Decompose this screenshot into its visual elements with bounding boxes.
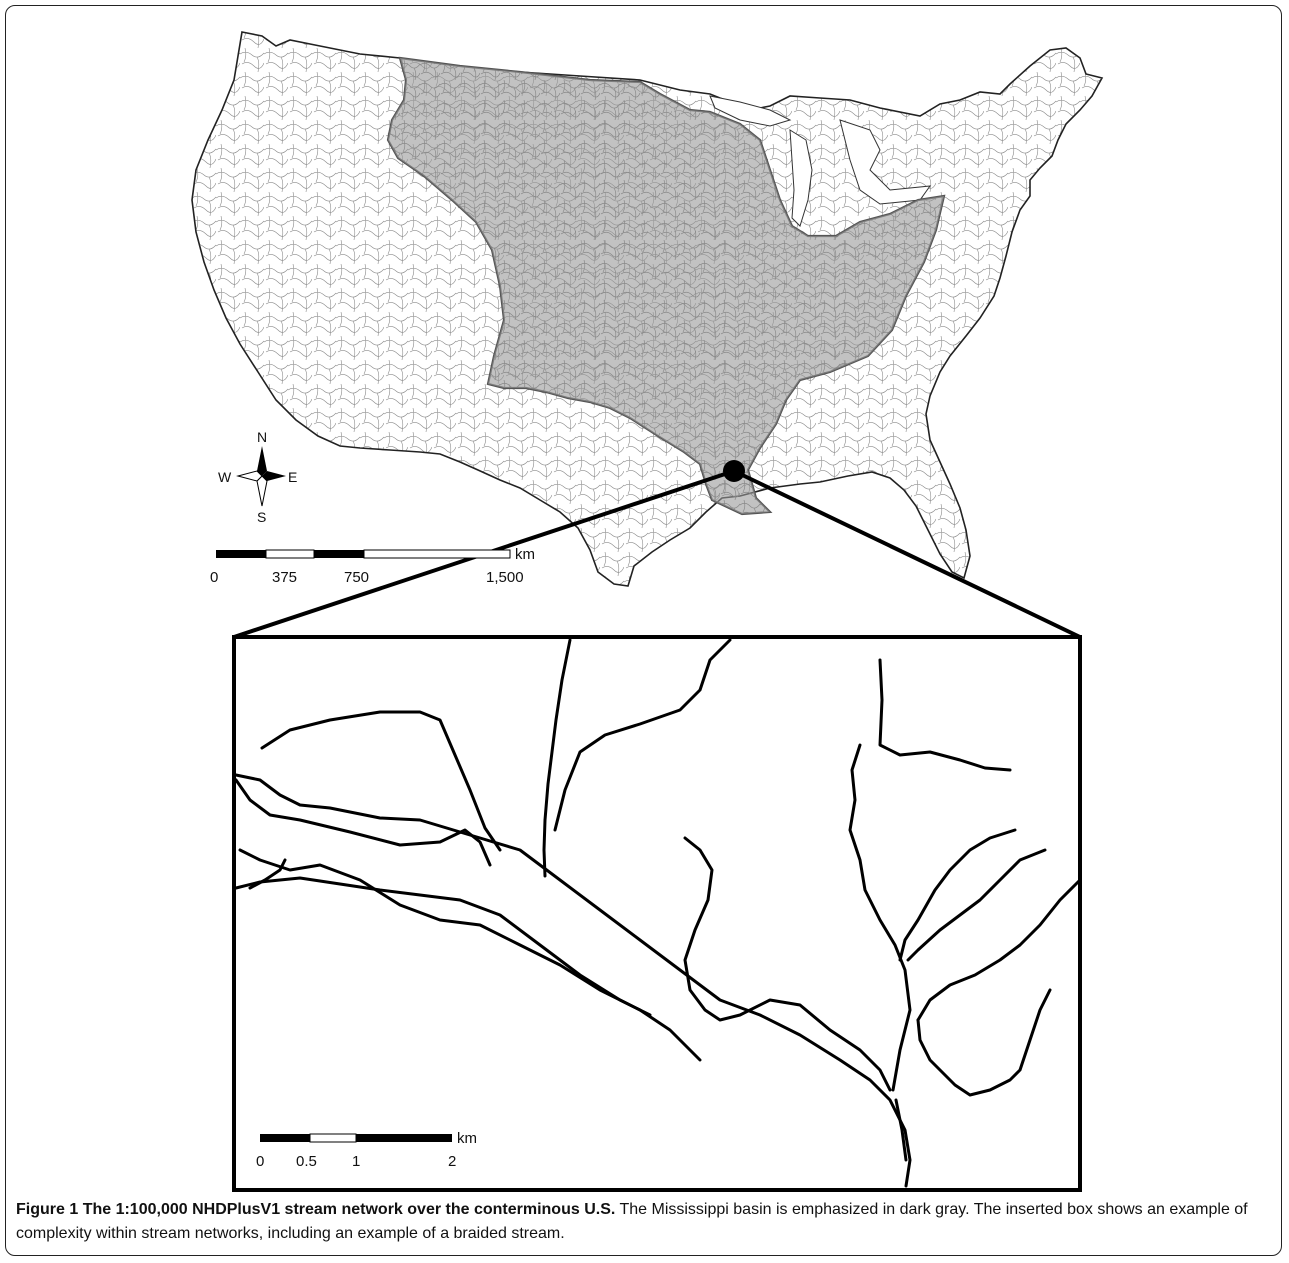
inset-map: km 0 0.5 1 2 (232, 635, 1082, 1192)
lake-michigan (789, 129, 813, 227)
inset-scale-tick-2: 1 (352, 1153, 360, 1170)
figure-caption: Figure 1 The 1:100,000 NHDPlusV1 stream … (16, 1198, 1271, 1246)
caption-title: The 1:100,000 NHDPlusV1 stream network o… (82, 1201, 616, 1218)
compass-south: S (257, 509, 266, 525)
us-scale-tick-1: 375 (272, 569, 297, 586)
inset-streams (234, 638, 1082, 1188)
lake-huron-erie (839, 119, 932, 205)
inset-scale-unit: km (457, 1130, 477, 1147)
compass-east: E (288, 469, 297, 485)
inset-frame (232, 635, 1082, 1192)
us-scale-unit: km (515, 546, 535, 563)
compass-north: N (257, 429, 267, 445)
inset-scale-tick-1: 0.5 (296, 1153, 317, 1170)
lake-superior (709, 95, 792, 127)
inset-scale-tick-3: 2 (448, 1153, 456, 1170)
us-scale-tick-3: 1,500 (486, 569, 524, 586)
inset-scale-tick-0: 0 (256, 1153, 264, 1170)
north-arrow-icon: N S E W (218, 429, 297, 525)
compass-west: W (218, 469, 232, 485)
inset-scale-bar: km 0 0.5 1 2 (256, 1130, 477, 1170)
caption-body: The Mississippi basin is emphasized in d… (16, 1201, 1248, 1242)
zoom-line-right (733, 469, 1081, 639)
us-map (191, 31, 1104, 639)
caption-label: Figure 1 (16, 1201, 79, 1218)
us-scale-tick-2: 750 (344, 569, 369, 586)
us-scale-tick-0: 0 (210, 569, 218, 586)
us-scale-bar: km 0 375 750 1,500 (210, 546, 535, 586)
